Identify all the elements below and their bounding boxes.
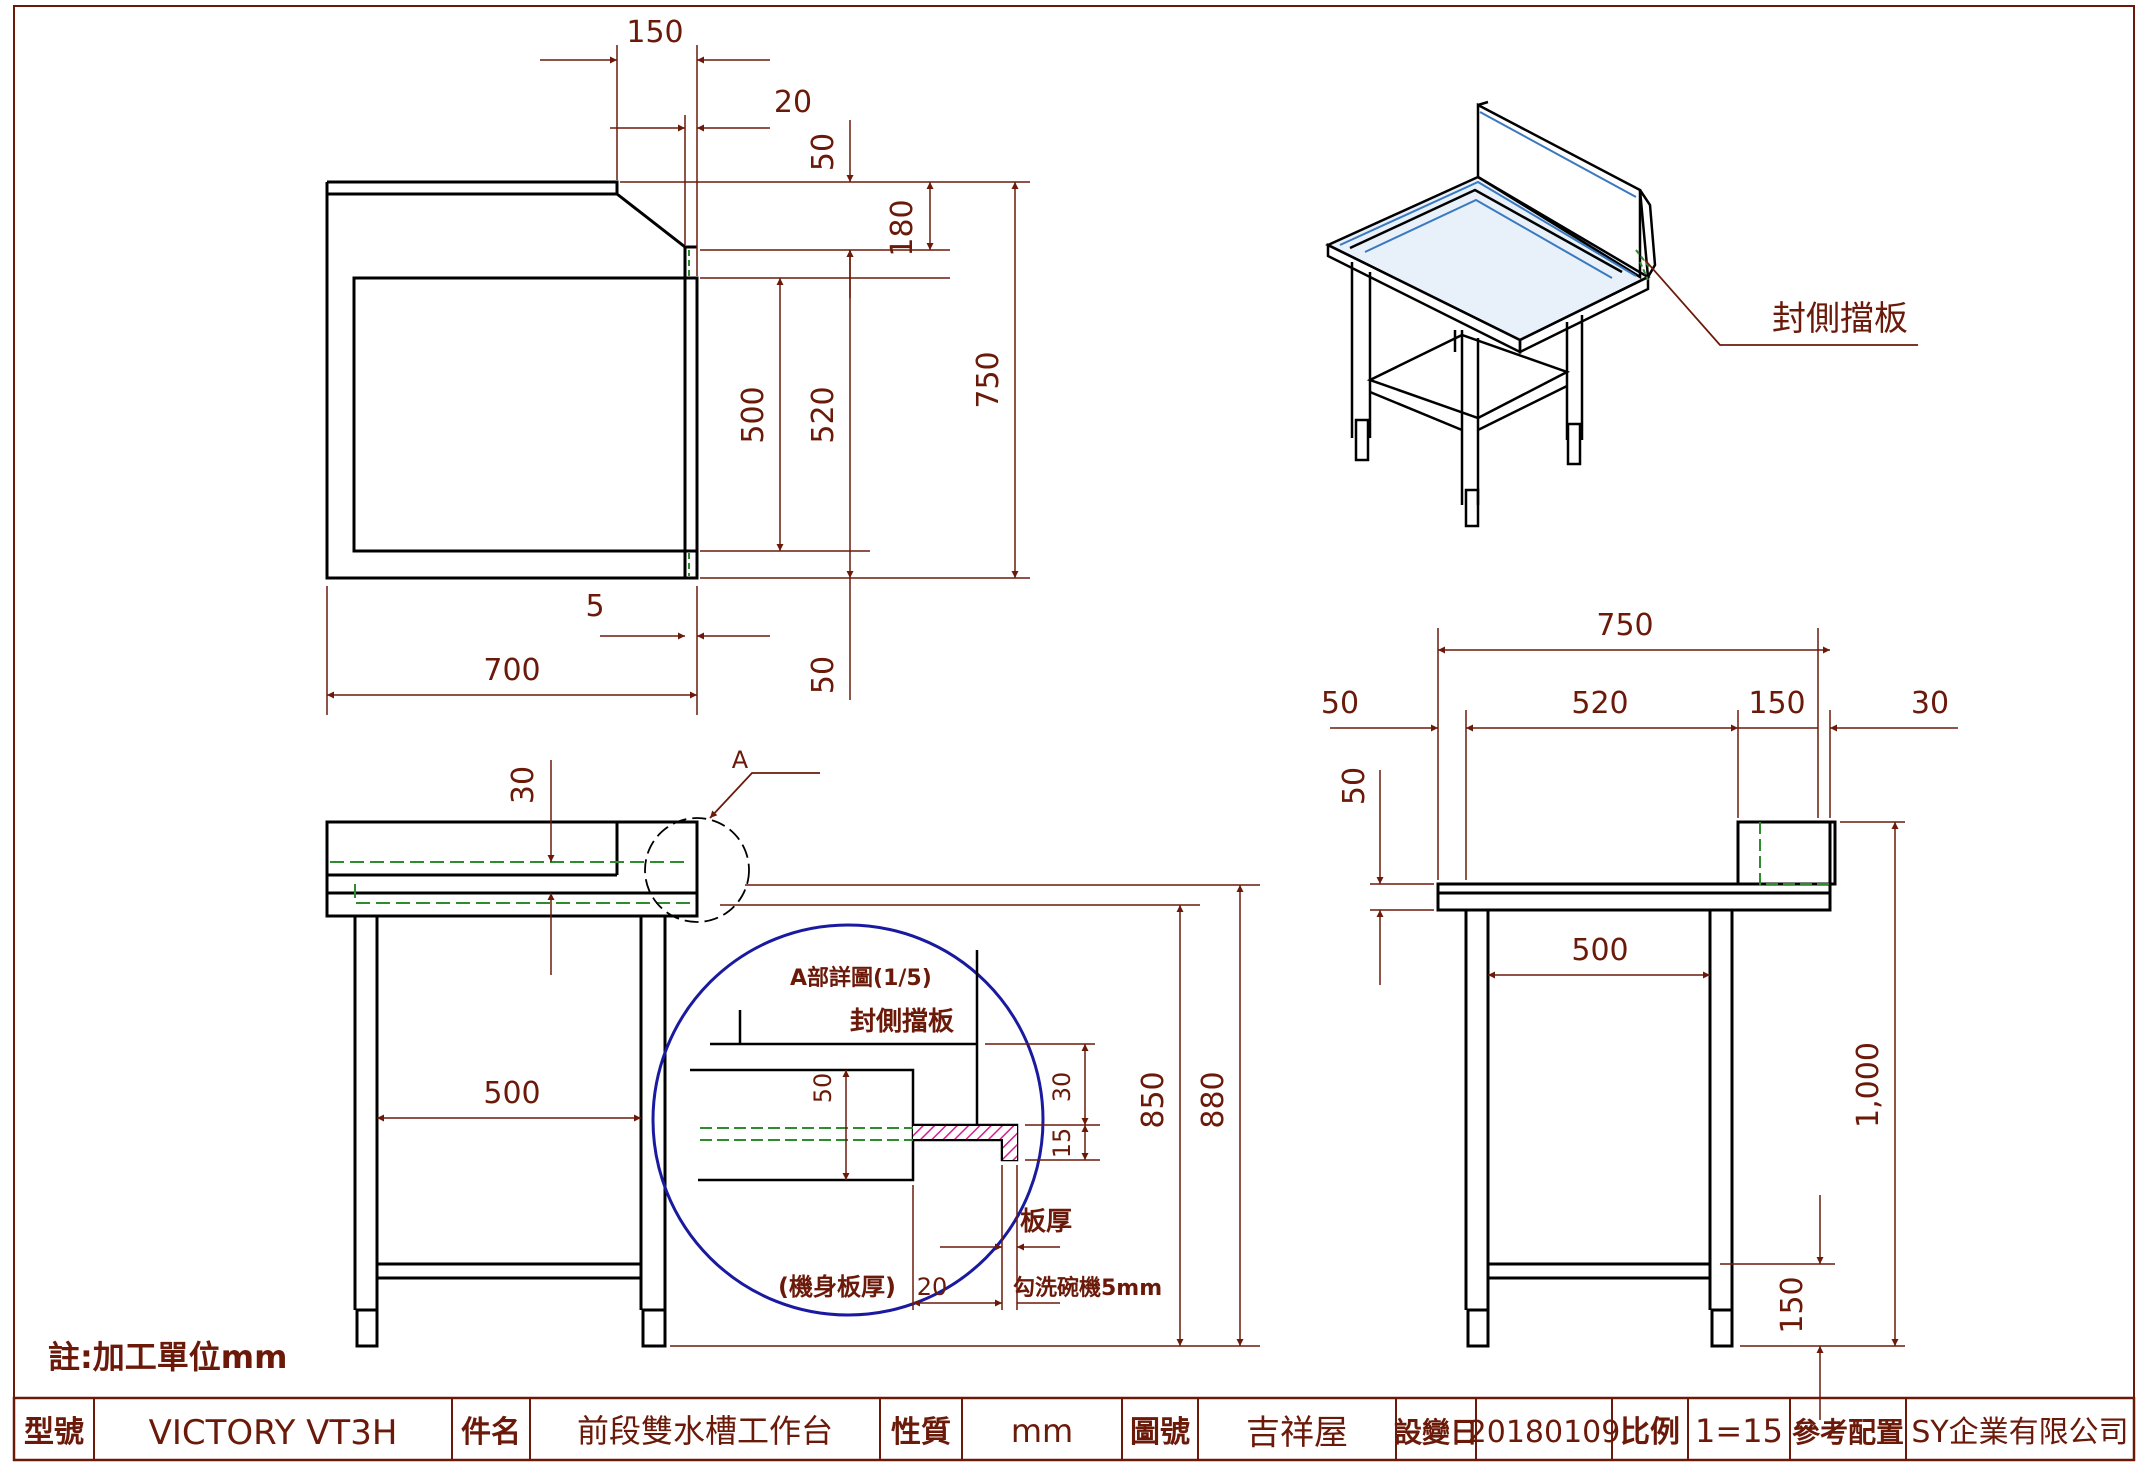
tb-ref-label: 參考配置	[1792, 1416, 1904, 1449]
isometric-view: 封側擋板	[1325, 100, 1918, 528]
detail-dim-50: 50	[809, 1073, 837, 1104]
dim-top-150: 150	[626, 15, 683, 50]
marker-a: A	[732, 746, 749, 774]
unit-note: 註:加工單位mm	[48, 1338, 288, 1376]
tb-name-value: 前段雙水槽工作台	[577, 1412, 833, 1450]
detail-dim-30: 30	[1048, 1072, 1076, 1103]
front-view: A 30 500 850 880	[325, 746, 1260, 1348]
tb-company: SY企業有限公司	[1911, 1415, 2128, 1450]
dim-top-750: 750	[971, 351, 1006, 408]
dim-side-500: 500	[1571, 933, 1628, 968]
dim-side-30: 30	[1911, 686, 1949, 721]
dim-side-50v: 50	[1337, 767, 1372, 805]
side-view: 750 50 520 150 30 50 500 1,000 150	[1321, 608, 1958, 1420]
detail-a: A部詳圖(1/5) 封側擋板 50 30 15 板厚 (機身板厚) 20 勾洗碗…	[651, 923, 1162, 1317]
dim-side-520: 520	[1571, 686, 1628, 721]
dim-top-500: 500	[736, 386, 771, 443]
dim-top-20: 20	[774, 85, 812, 120]
tb-drawing-label: 圖號	[1130, 1415, 1190, 1450]
dim-top-50: 50	[806, 133, 841, 171]
tb-scale-label: 比例	[1620, 1415, 1680, 1450]
dim-top-180: 180	[885, 199, 920, 256]
dim-top-700: 700	[483, 653, 540, 688]
top-view: 150 20 50 180 750 500 520 5 700 50	[325, 15, 1030, 715]
title-block: 型號 VICTORY VT3H 件名 前段雙水槽工作台 性質 mm 圖號 吉祥屋…	[12, 1396, 2136, 1462]
dim-front-880: 880	[1196, 1071, 1231, 1128]
iso-callout-label: 封側擋板	[1772, 299, 1908, 339]
tb-drawing-value: 吉祥屋	[1246, 1413, 1348, 1453]
dim-side-750: 750	[1596, 608, 1653, 643]
tb-material-label: 性質	[891, 1415, 951, 1450]
detail-dim-15: 15	[1048, 1128, 1076, 1159]
detail-hook: 勾洗碗機5mm	[1013, 1275, 1162, 1301]
detail-thickness: 板厚	[1020, 1207, 1072, 1237]
dim-front-850: 850	[1136, 1071, 1171, 1128]
tb-date-value: 20180109	[1468, 1415, 1621, 1450]
sheet-border	[13, 5, 2135, 1461]
dim-front-500: 500	[483, 1076, 540, 1111]
dim-front-30: 30	[506, 766, 541, 804]
tb-date-label: 設變日	[1394, 1416, 1478, 1449]
detail-body-thickness: (機身板厚)	[778, 1273, 896, 1301]
tb-model-label: 型號	[24, 1415, 84, 1450]
detail-title: A部詳圖(1/5)	[790, 965, 932, 991]
detail-panel-label: 封側擋板	[850, 1007, 954, 1037]
tb-scale-value: 1=15	[1695, 1412, 1783, 1450]
dim-top-5: 5	[585, 589, 604, 624]
dim-side-150v: 150	[1775, 1276, 1810, 1333]
tb-material-value: mm	[1011, 1412, 1073, 1450]
dim-side-1000: 1,000	[1851, 1042, 1886, 1128]
dim-top-50b: 50	[806, 656, 841, 694]
detail-dim-20: 20	[917, 1273, 948, 1301]
tb-name-label: 件名	[461, 1415, 521, 1450]
dim-top-520: 520	[806, 386, 841, 443]
dim-side-50: 50	[1321, 686, 1359, 721]
tb-model-value: VICTORY VT3H	[149, 1413, 398, 1453]
dim-side-150: 150	[1748, 686, 1805, 721]
hatched-panel	[913, 1126, 1005, 1139]
detail-circle	[651, 923, 1045, 1317]
